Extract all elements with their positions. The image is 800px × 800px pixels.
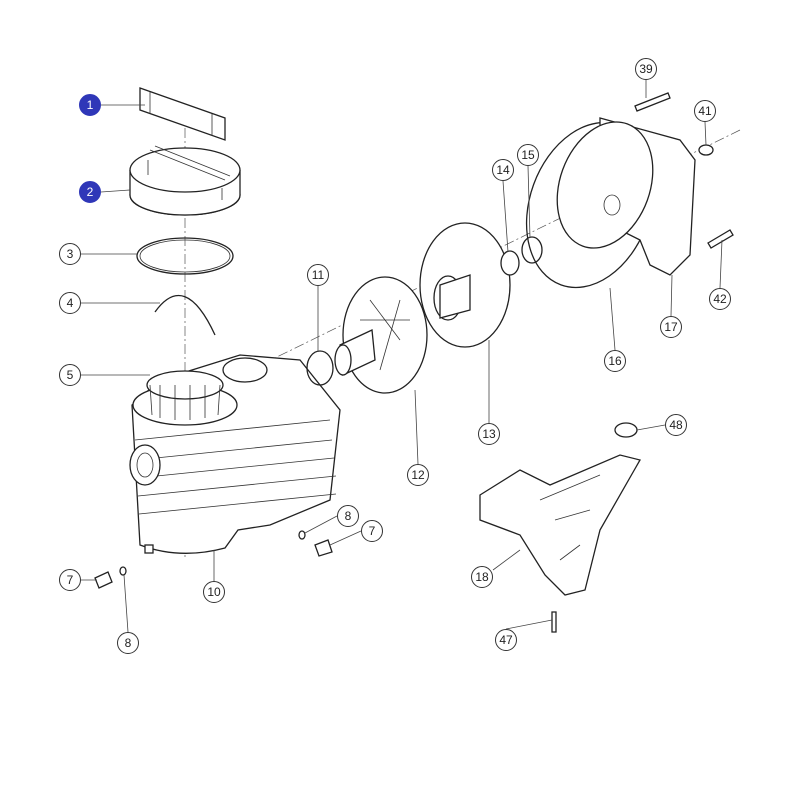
part-48-bushing <box>614 422 638 438</box>
callout-18[interactable]: 18 <box>471 566 493 588</box>
part-7-drain-plug <box>314 539 333 557</box>
callout-4[interactable]: 4 <box>59 292 81 314</box>
part-47-screw <box>551 611 557 633</box>
callout-3[interactable]: 3 <box>59 243 81 265</box>
callout-10[interactable]: 10 <box>203 581 225 603</box>
callout-2[interactable]: 2 <box>79 181 101 203</box>
callout-41[interactable]: 41 <box>694 100 716 122</box>
callout-42[interactable]: 42 <box>709 288 731 310</box>
part-4-clip <box>154 294 216 336</box>
callout-13[interactable]: 13 <box>478 423 500 445</box>
callout-15[interactable]: 15 <box>517 144 539 166</box>
part-10-pump-housing <box>129 354 341 554</box>
part-41-washer <box>698 144 714 156</box>
part-2-lid <box>129 145 241 216</box>
part-14-seal <box>500 250 520 276</box>
part-42-bolt <box>707 229 734 249</box>
callout-47[interactable]: 47 <box>495 629 517 651</box>
callout-39[interactable]: 39 <box>635 58 657 80</box>
part-39-bolt <box>634 92 671 112</box>
part-17-bracket <box>556 117 696 276</box>
part-1-handle <box>139 87 226 141</box>
part-13-impeller <box>419 222 511 348</box>
callout-1[interactable]: 1 <box>79 94 101 116</box>
part-8-o-ring <box>298 530 306 540</box>
leader-lines <box>81 80 723 633</box>
part-7-drain-plug <box>94 571 113 589</box>
callout-12[interactable]: 12 <box>407 464 429 486</box>
part-11-o-ring <box>306 350 334 386</box>
callout-17[interactable]: 17 <box>660 316 682 338</box>
part-8-o-ring <box>119 566 127 576</box>
callout-7[interactable]: 7 <box>59 569 81 591</box>
part-12-diffuser <box>334 276 428 394</box>
callout-8[interactable]: 8 <box>117 632 139 654</box>
callout-8[interactable]: 8 <box>337 505 359 527</box>
callout-16[interactable]: 16 <box>604 350 626 372</box>
callout-7[interactable]: 7 <box>361 520 383 542</box>
part-3-o-ring <box>136 237 234 275</box>
callout-11[interactable]: 11 <box>307 264 329 286</box>
part-18-base <box>479 454 641 596</box>
callout-14[interactable]: 14 <box>492 159 514 181</box>
part-15-seal <box>521 236 543 264</box>
callout-5[interactable]: 5 <box>59 364 81 386</box>
callout-48[interactable]: 48 <box>665 414 687 436</box>
